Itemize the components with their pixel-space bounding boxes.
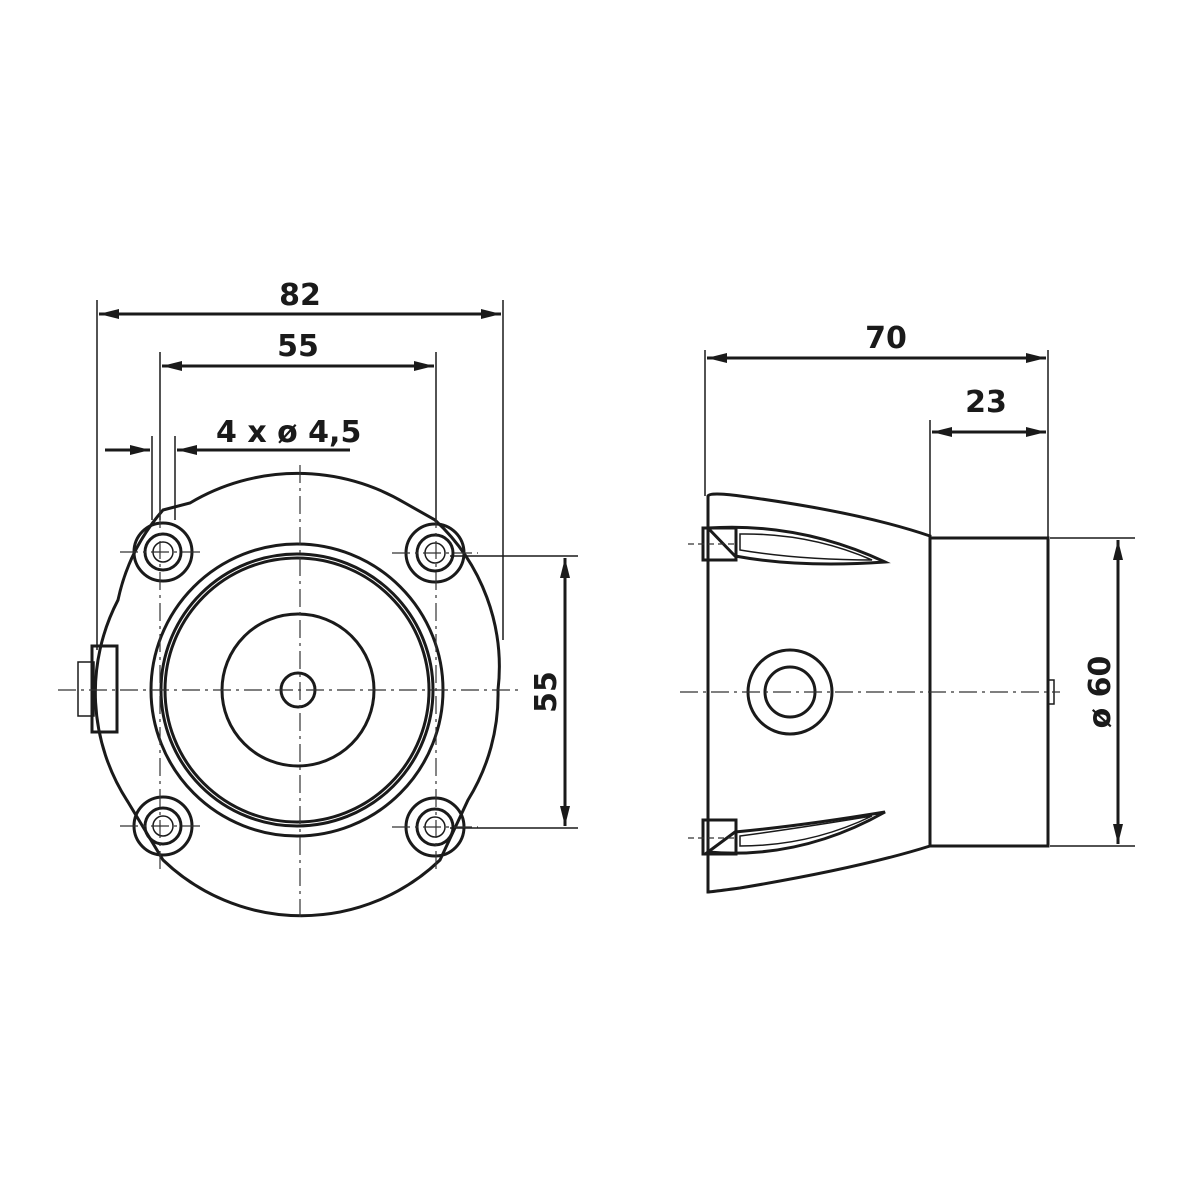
- connector-tab: [90, 644, 119, 734]
- lower-slot: [703, 810, 886, 855]
- dim-label-overall-width: 82: [279, 278, 321, 313]
- knob-highlight: [776, 676, 788, 688]
- side-view: 70 23 ø 60: [680, 321, 1135, 894]
- front-view: 82 55 4 x ø 4,5 55: [58, 278, 578, 918]
- mounting-lug-bottom: [701, 818, 738, 856]
- connector-plug: [77, 661, 95, 717]
- dim-label-holes: 4 x ø 4,5: [216, 415, 361, 450]
- dim-label-overall-depth: 70: [865, 321, 907, 356]
- mounting-flange: [93, 471, 501, 918]
- dim-label-hole-spacing-v: 55: [529, 671, 564, 713]
- dim-label-diameter: ø 60: [1083, 656, 1118, 729]
- upper-slot: [704, 525, 891, 566]
- dim-label-hole-spacing-h: 55: [277, 329, 319, 364]
- dim-label-ring-depth: 23: [965, 385, 1007, 420]
- reflector: [163, 556, 431, 824]
